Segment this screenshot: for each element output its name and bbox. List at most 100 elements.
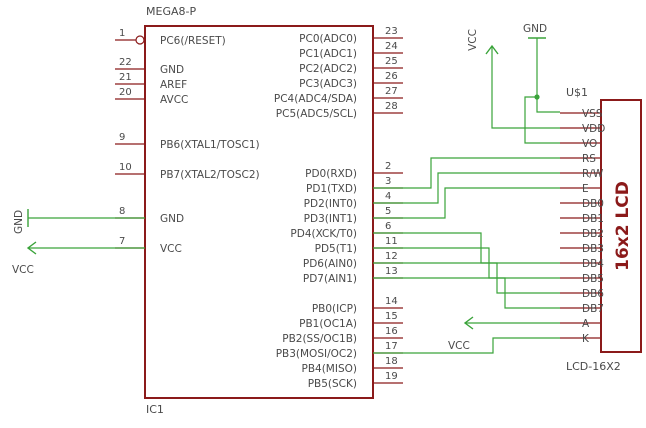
vcc-left-arrow-icon xyxy=(26,241,37,255)
ic1-pin-name: PD0(RXD) xyxy=(305,168,357,180)
ic1-pin-number: 22 xyxy=(119,57,132,68)
junction-dot xyxy=(534,94,540,100)
reset-inversion-bubble xyxy=(135,35,145,45)
ic1-body xyxy=(144,25,374,399)
lcd-pin-name: DB2 xyxy=(582,228,604,240)
ic1-ref-label: IC1 xyxy=(146,403,164,416)
lcd-pin-name: K xyxy=(582,333,590,345)
ic1-pin-name: PC6(/RESET) xyxy=(160,35,226,47)
ic1-pin-name: PB3(MOSI/OC2) xyxy=(276,348,357,360)
ic1-pin-name: PB0(ICP) xyxy=(312,303,357,315)
ic1-pin-name: PD4(XCK/T0) xyxy=(290,228,357,240)
ic1-pin-name: PD6(AIN0) xyxy=(303,258,357,270)
ic1-pin-number: 3 xyxy=(385,176,391,187)
ic1-pin-number: 28 xyxy=(385,101,398,112)
lcd-body xyxy=(600,99,642,353)
lcd-ref-label: U$1 xyxy=(566,86,588,99)
ic1-pin-name: PC4(ADC4/SDA) xyxy=(274,93,357,105)
lcd-part-label: LCD-16X2 xyxy=(566,360,621,373)
wires xyxy=(28,38,560,354)
wire-e xyxy=(373,187,560,219)
vcc-lcd-label: VCC xyxy=(448,340,470,352)
ic1-pin-name: PC1(ADC1) xyxy=(299,48,357,60)
lcd-pin-name: DB0 xyxy=(582,198,604,210)
wire-gnd-top xyxy=(536,38,560,113)
vcc-top-label: VCC xyxy=(467,29,479,51)
lcd-pin-name: VDD xyxy=(582,123,605,135)
ic1-pin-name: PD7(AIN1) xyxy=(303,273,357,285)
ic1-pin-number: 17 xyxy=(385,341,398,352)
ic1-pin-number: 4 xyxy=(385,191,391,202)
lcd-pin-name: DB1 xyxy=(582,213,604,225)
lcd-title: 16x2 LCD xyxy=(613,181,633,271)
ic1-pin-number: 6 xyxy=(385,221,391,232)
lcd-pin-name: E xyxy=(582,183,589,195)
lcd-pin-name: DB6 xyxy=(582,288,604,300)
ic1-pin-name: PD5(T1) xyxy=(315,243,357,255)
ic1-part-label: MEGA8-P xyxy=(146,5,196,18)
ic1-pin-number: 2 xyxy=(385,161,391,172)
ic1-pin-name: VCC xyxy=(160,243,182,255)
ic1-pin-name: GND xyxy=(160,64,184,76)
ic1-pin-name: GND xyxy=(160,213,184,225)
lcd-pin-name: DB7 xyxy=(582,303,604,315)
ic1-pin-number: 1 xyxy=(119,28,125,39)
ic1-pin-name: PC5(ADC5/SCL) xyxy=(276,108,357,120)
ic1-pin-name: PD3(INT1) xyxy=(304,213,357,225)
vcc-lcd-arrow-icon xyxy=(463,316,474,330)
ic1-pin-number: 7 xyxy=(119,236,125,247)
wire-vcc-top xyxy=(491,46,560,129)
ic1-pin-number: 11 xyxy=(385,236,398,247)
ic1-pin-number: 12 xyxy=(385,251,398,262)
ic1-pin-name: AREF xyxy=(160,79,187,91)
vcc-top-arrow-icon xyxy=(485,44,499,55)
ic1-pin-name: PC2(ADC2) xyxy=(299,63,357,75)
wire-rs xyxy=(373,157,560,189)
ic1-pin-name: PB2(SS/OC1B) xyxy=(282,333,357,345)
ic1-pin-number: 20 xyxy=(119,87,132,98)
gnd-top-label: GND xyxy=(523,23,547,35)
ic1-pin-name: PB4(MISO) xyxy=(302,363,358,375)
ic1-pin-number: 19 xyxy=(385,371,398,382)
lcd-pin-name: A xyxy=(582,318,590,330)
ic1-pin-number: 25 xyxy=(385,56,398,67)
ic1-pin-number: 18 xyxy=(385,356,398,367)
ic1-pin-number: 27 xyxy=(385,86,398,97)
ic1-pin-number: 21 xyxy=(119,72,132,83)
lcd-pin-name: DB5 xyxy=(582,273,604,285)
wire-db7 xyxy=(373,277,560,309)
ic1-pin-number: 9 xyxy=(119,132,125,143)
ic1-pin-name: PC3(ADC3) xyxy=(299,78,357,90)
ic1-pin-number: 13 xyxy=(385,266,398,277)
wire-k xyxy=(373,337,560,354)
ic1-right-pins: 23PC0(ADC0)24PC1(ADC1)25PC2(ADC2)26PC3(A… xyxy=(274,26,403,390)
lcd-pin-name: R/W xyxy=(582,168,604,180)
ic1-pin-number: 10 xyxy=(119,162,132,173)
ic1-pin-name: PB6(XTAL1/TOSC1) xyxy=(160,139,260,151)
lcd-pin-name: VSS xyxy=(582,108,603,120)
ic1-pin-number: 14 xyxy=(385,296,398,307)
ic1-pin-name: PB5(SCK) xyxy=(308,378,357,390)
lcd-pin-name: DB3 xyxy=(582,243,604,255)
wire-vo xyxy=(524,96,560,144)
ic1-pin-name: PD1(TXD) xyxy=(306,183,357,195)
ic1-pin-number: 26 xyxy=(385,71,398,82)
ic1-pin-name: PD2(INT0) xyxy=(304,198,357,210)
gnd-left-label: GND xyxy=(13,210,25,234)
ic1-pin-name: AVCC xyxy=(160,94,188,106)
lcd-pin-name: VO xyxy=(582,138,597,150)
ic1-pin-name: PB7(XTAL2/TOSC2) xyxy=(160,169,260,181)
ic1-pin-name: PB1(OC1A) xyxy=(299,318,357,330)
ic1-pin-number: 15 xyxy=(385,311,398,322)
ic1-pin-number: 16 xyxy=(385,326,398,337)
ic1-pin-name: PC0(ADC0) xyxy=(299,33,357,45)
lcd-pin-name: RS xyxy=(582,153,596,165)
lcd-pin-name: DB4 xyxy=(582,258,604,270)
wire-rw xyxy=(373,172,560,204)
ic1-pin-number: 23 xyxy=(385,26,398,37)
ic1-pin-number: 24 xyxy=(385,41,398,52)
